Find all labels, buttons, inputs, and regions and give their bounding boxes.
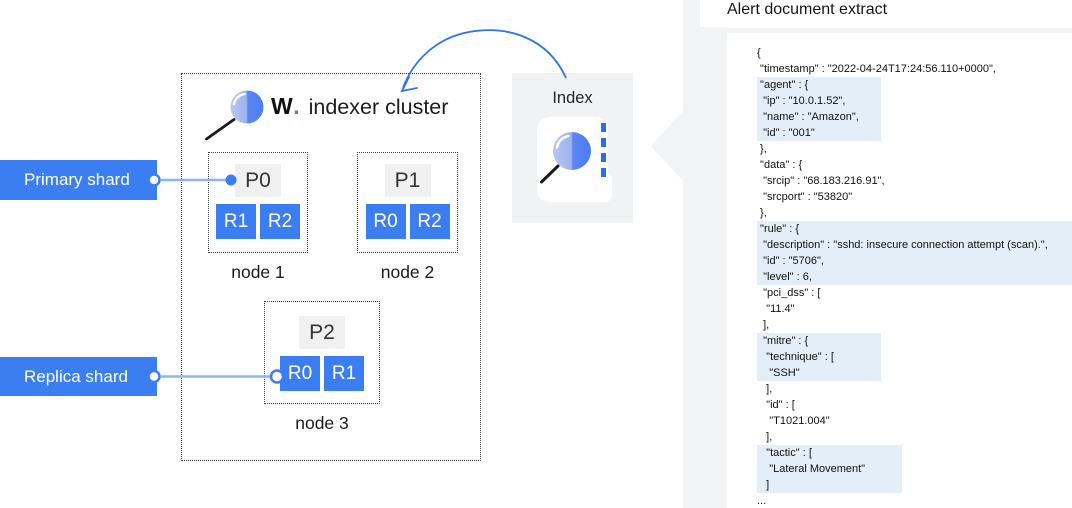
code-line: }, [757, 143, 767, 155]
replica-shard-box: R1 [216, 204, 256, 239]
code-line: "ip" : "10.0.1.52", [757, 93, 881, 109]
code-line: "agent" : { [757, 77, 881, 93]
replica-shard-box: R0 [365, 204, 406, 239]
code-line: "timestamp" : "2022-04-24T17:24:56.110+0… [757, 63, 996, 75]
replica-shard-box: R1 [324, 356, 364, 391]
dashed-index-lines-icon [601, 123, 606, 179]
code-line: "id" : [ [757, 399, 795, 411]
node-label: node 2 [380, 262, 435, 282]
divider-strip [683, 0, 700, 508]
index-card [537, 117, 608, 202]
code-line: "id" : "001" [757, 125, 881, 141]
replica-shard-box: R0 [280, 356, 320, 391]
code-line: ], [757, 383, 773, 395]
alert-panel-title: Alert document extract [727, 1, 888, 18]
replica-shard-label: Replica shard [0, 357, 157, 396]
cluster-title-label: indexer cluster [308, 95, 449, 119]
panel-left-border [700, 27, 727, 508]
primary-shard-label: Primary shard [0, 160, 157, 200]
panel-top-border [727, 28, 1072, 33]
code-line: "11.4" [757, 303, 795, 315]
primary-shard-box: P2 [299, 316, 345, 349]
code-line: "mitre" : { [757, 333, 881, 349]
node-label: node 1 [231, 262, 285, 282]
code-line: ... [757, 495, 767, 507]
primary-shard-box: P1 [384, 164, 431, 197]
panel-pointer-arrow-icon [651, 111, 683, 181]
code-line: "srcport" : "53820" [757, 191, 853, 203]
replica-shard-box: R2 [409, 204, 450, 239]
code-line: }, [757, 207, 767, 219]
code-line: ] [757, 477, 902, 493]
indexer-cluster-box [181, 73, 481, 461]
code-line: "level" : 6, [757, 269, 1072, 285]
wazuh-brand-dot: . [293, 93, 300, 119]
alert-json-code: { "timestamp" : "2022-04-24T17:24:56.110… [757, 45, 1072, 508]
code-line: "data" : { [757, 159, 803, 171]
code-line: "description" : "sshd: insecure connecti… [757, 237, 1072, 253]
code-line: "SSH" [757, 365, 881, 381]
primary-shard-box: P0 [235, 164, 281, 197]
code-line: "tactic" : [ [757, 445, 902, 461]
index-label: Index [552, 89, 593, 107]
code-line: "Lateral Movement" [757, 461, 902, 477]
code-line: ], [757, 431, 773, 443]
code-line: "srcip" : "68.183.216.91", [757, 175, 885, 187]
code-line: ], [757, 319, 770, 331]
code-line: "name" : "Amazon", [757, 109, 881, 125]
code-line: "id" : "5706", [757, 253, 1072, 269]
replica-shard-box: R2 [260, 204, 300, 239]
code-line: "technique" : [ [757, 349, 881, 365]
code-line: "pci_dss" : [ [757, 287, 821, 299]
code-line: "T1021.004" [757, 415, 830, 427]
cluster-title: W. indexer cluster [271, 93, 448, 120]
index-box: Index [512, 73, 633, 223]
code-line: "rule" : { [757, 221, 1072, 237]
node-label: node 3 [295, 413, 349, 433]
wazuh-brand-letter: W [271, 93, 294, 119]
code-line: { [757, 47, 761, 59]
